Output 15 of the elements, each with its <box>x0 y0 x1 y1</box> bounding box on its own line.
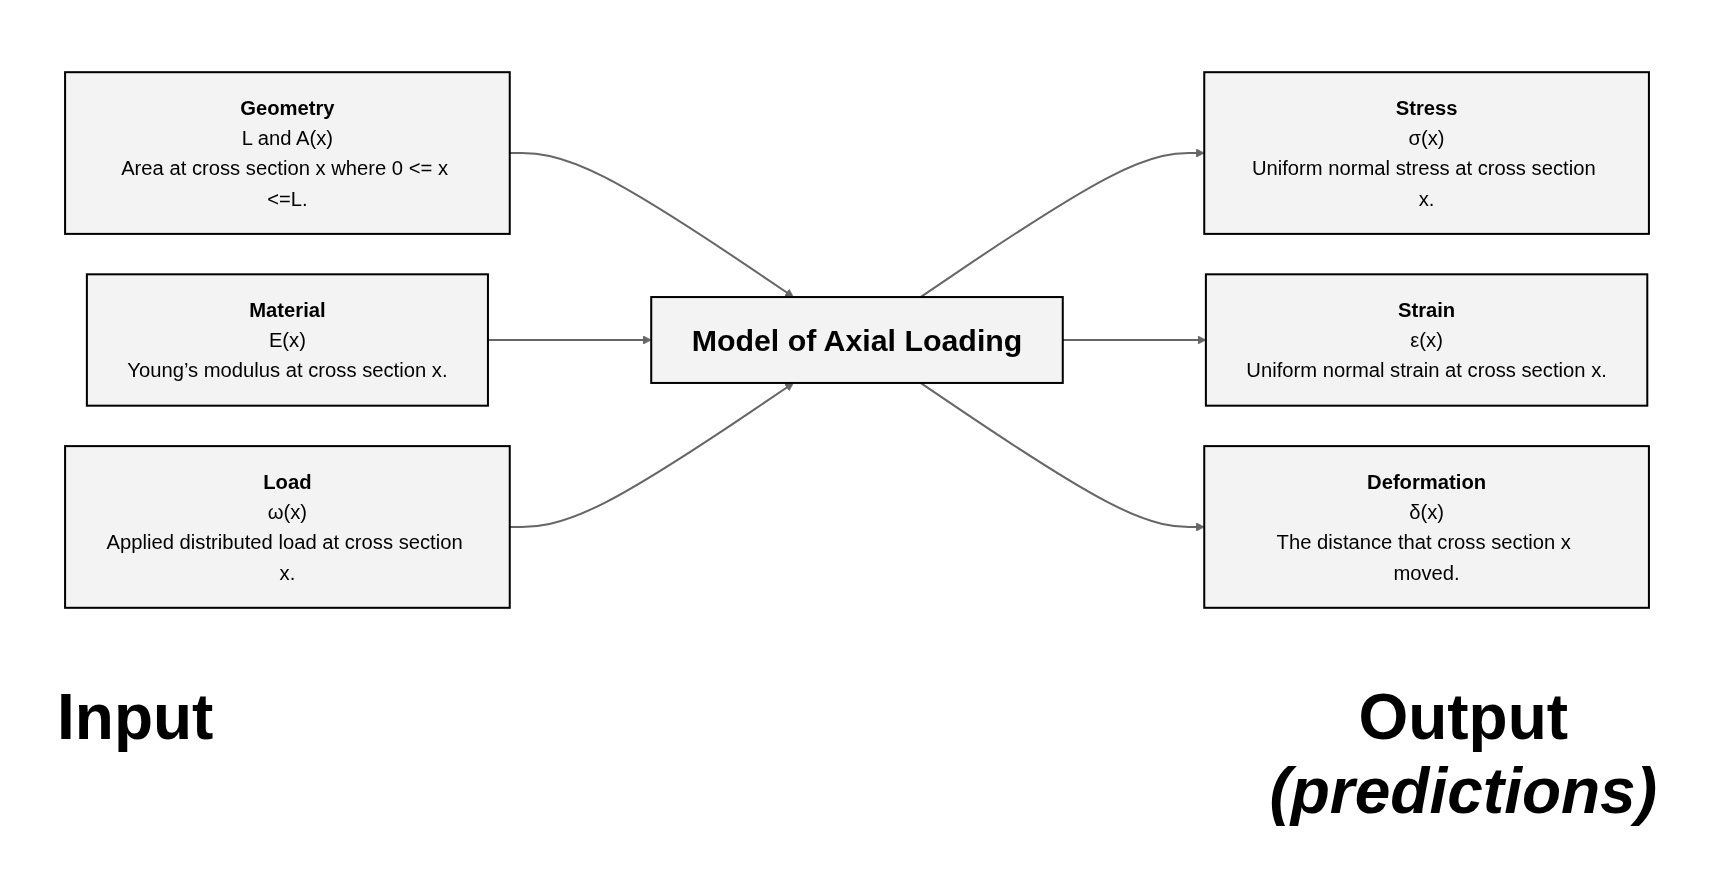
node-box: Load ω(x) Applied distributed load at cross section x. <box>64 445 511 609</box>
node-box: Material E(x) Young’s modulus at cross section x. <box>85 273 489 407</box>
arrow <box>487 335 652 345</box>
arrow <box>919 148 1205 298</box>
section-label: (predictions) <box>1269 754 1657 828</box>
node-box: Geometry L and A(x) Area at cross section x where 0 <= x <=L. <box>64 71 511 235</box>
arrow <box>509 152 794 298</box>
arrow <box>509 382 794 528</box>
node-box: Stress σ(x) Uniform normal stress at cross section x. <box>1203 71 1650 235</box>
section-label: Output <box>1358 680 1569 754</box>
arrow <box>919 382 1205 532</box>
node-box: Deformation δ(x) The distance that cross section x moved. <box>1203 445 1650 609</box>
node-box: Strain ε(x) Uniform normal strain at cross section x. <box>1204 273 1649 407</box>
section-label: Input <box>57 680 214 754</box>
node-box: Model of Axial Loading <box>650 296 1064 384</box>
